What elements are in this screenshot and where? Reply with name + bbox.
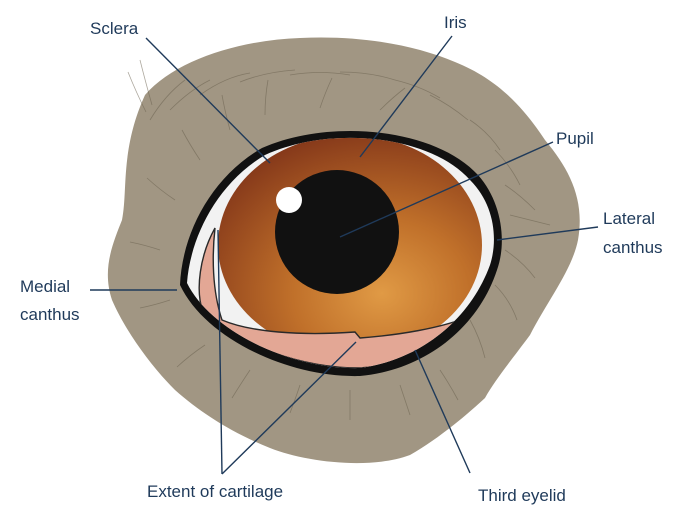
label-iris: Iris	[444, 13, 467, 32]
label-medial-canthus-line1: Medial	[20, 277, 70, 296]
label-sclera: Sclera	[90, 19, 139, 38]
label-medial-canthus-line2: canthus	[20, 305, 80, 324]
pupil-highlight	[276, 187, 302, 213]
label-pupil: Pupil	[556, 129, 594, 148]
label-extent-of-cartilage: Extent of cartilage	[147, 482, 283, 501]
label-lateral-canthus-line1: Lateral	[603, 209, 655, 228]
label-third-eyelid: Third eyelid	[478, 486, 566, 505]
label-lateral-canthus-line2: canthus	[603, 238, 663, 257]
